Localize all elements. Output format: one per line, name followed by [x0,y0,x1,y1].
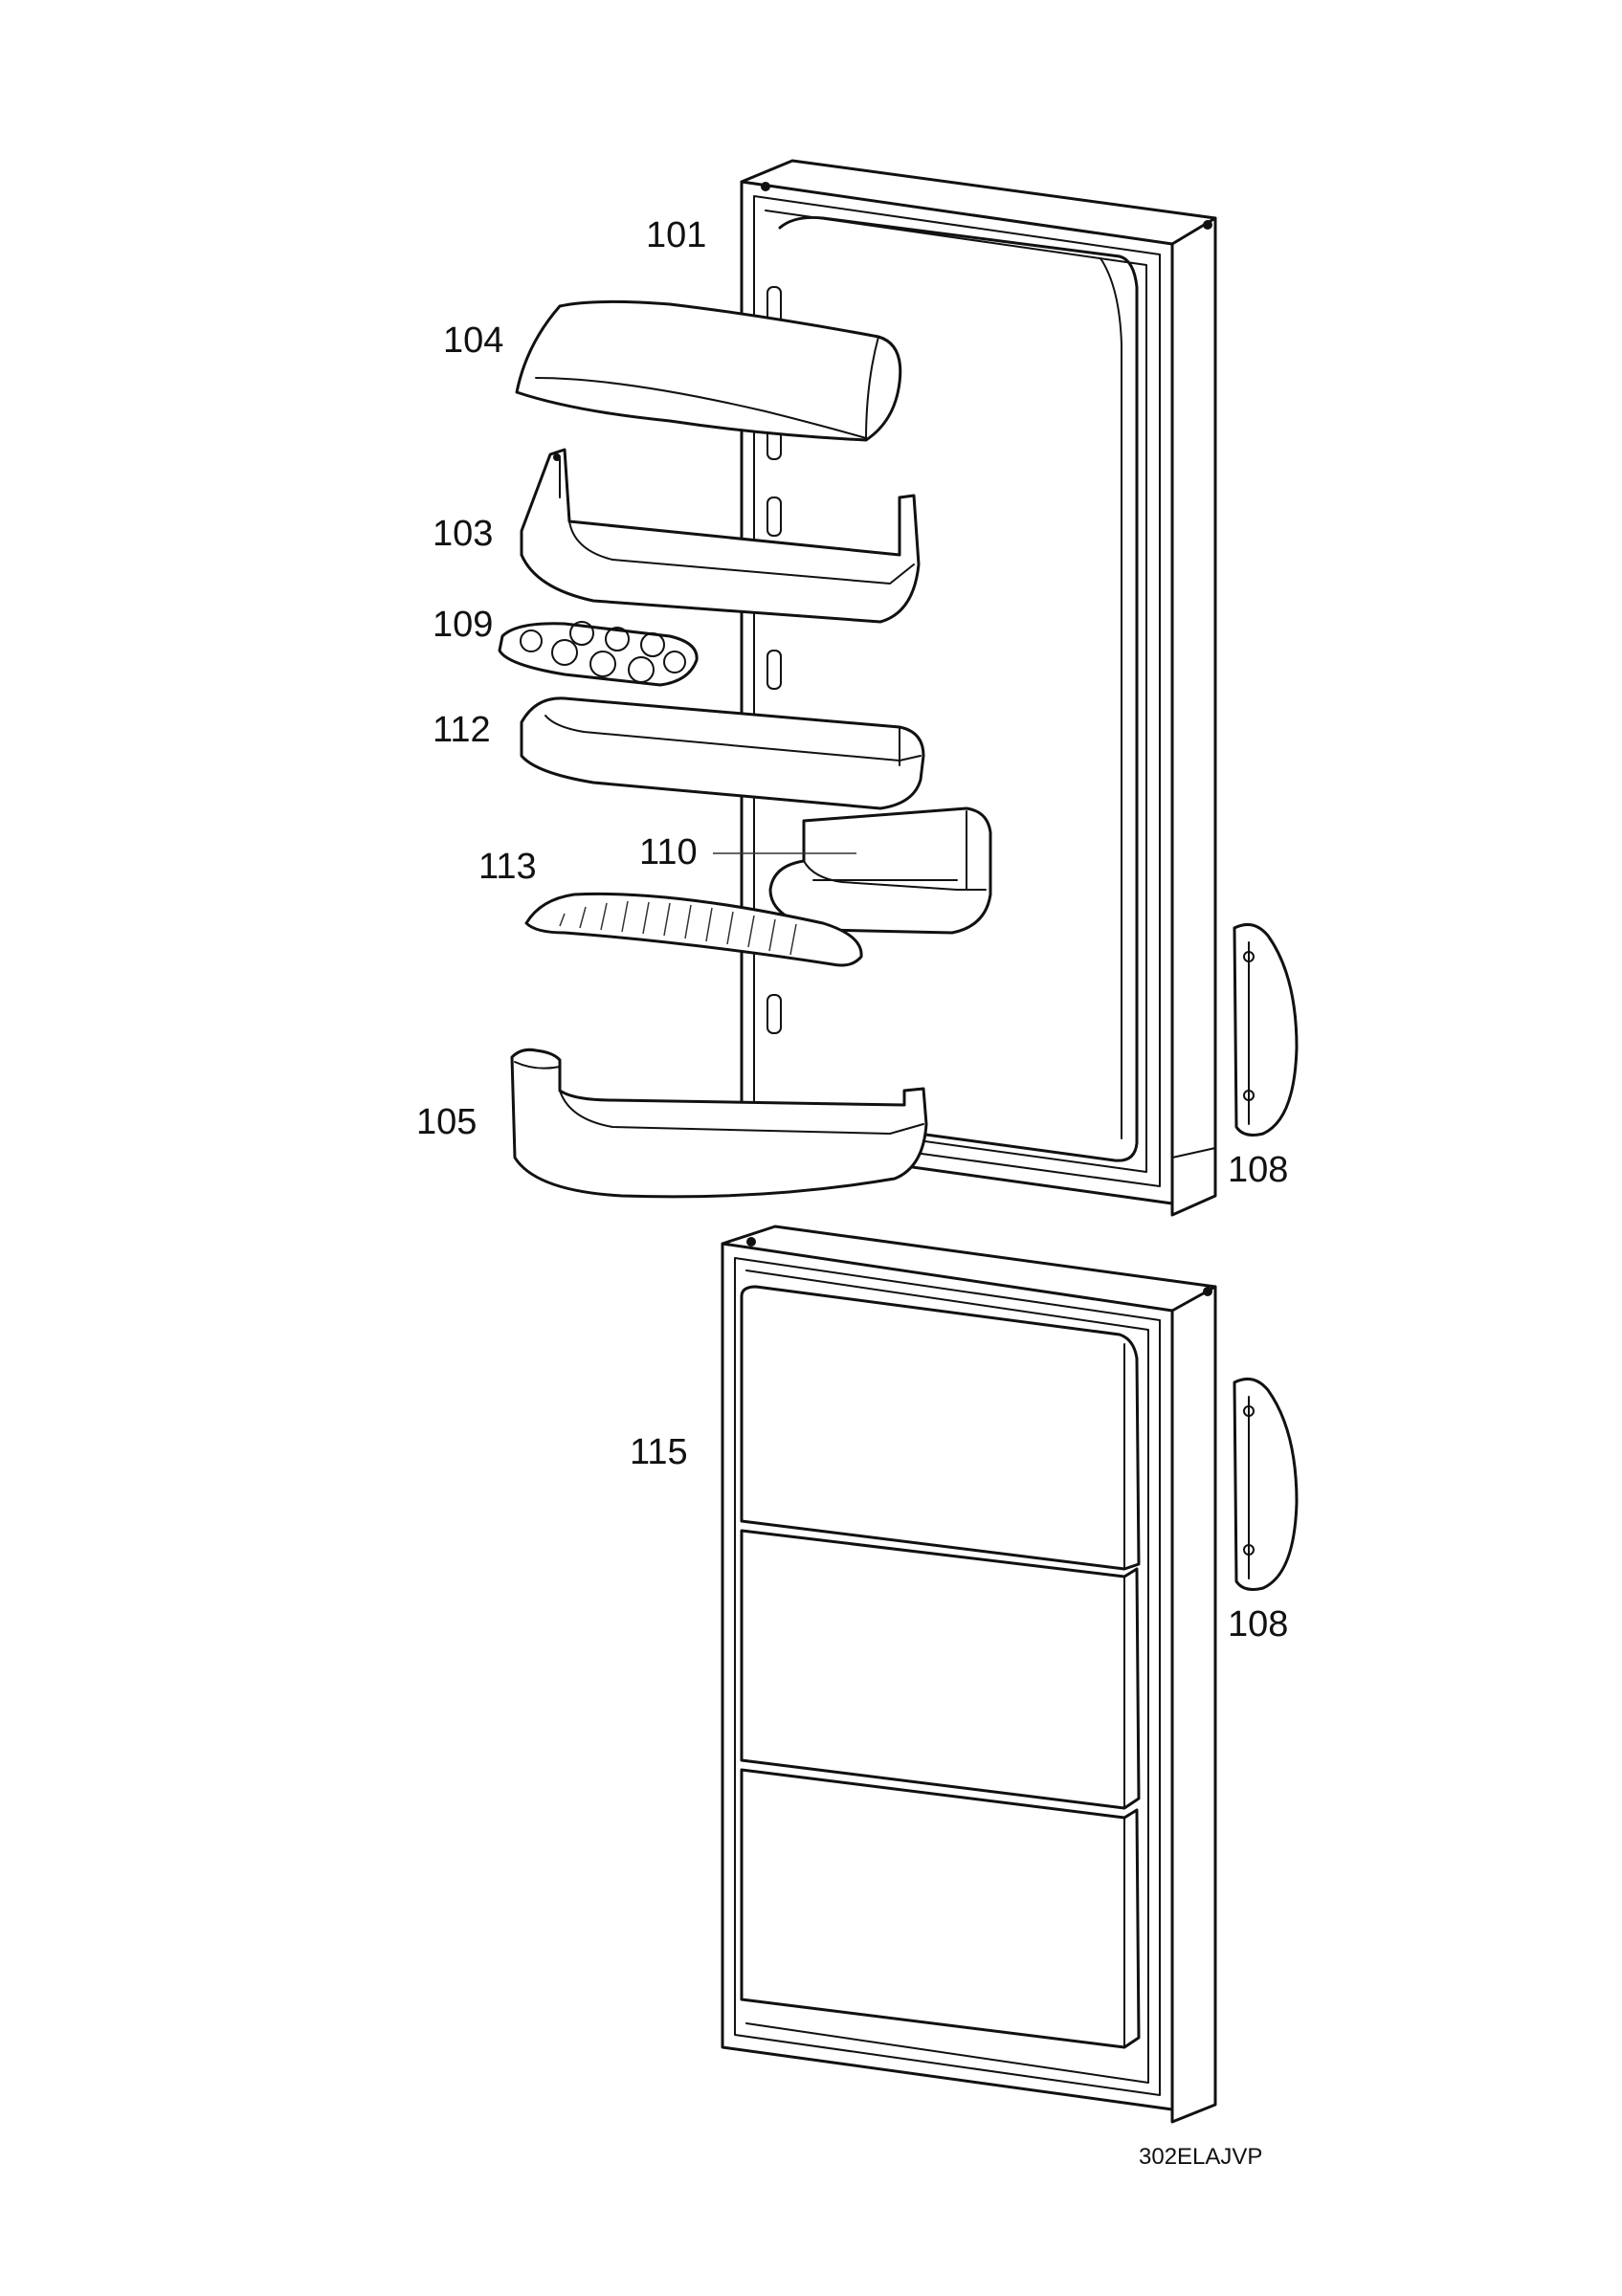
part-110-small-bin [768,806,992,935]
part-113-bottle-retainer [524,892,863,967]
part-103-door-shelf [520,448,921,624]
label-113: 113 [478,847,537,887]
label-110: 110 [639,832,698,872]
label-108-upper: 108 [1228,1150,1288,1190]
label-101: 101 [646,215,706,255]
label-103: 103 [433,514,493,554]
part-105-bottle-shelf [510,1048,928,1199]
part-112-door-shelf [520,696,925,810]
label-112: 112 [433,710,491,750]
part-104-dairy-cover [515,299,902,442]
lower-door [721,1225,1217,2124]
label-115: 115 [630,1432,688,1472]
part-108-lower-handle [1233,1377,1299,1591]
upper-door [740,159,1217,1217]
label-105: 105 [416,1102,477,1142]
part-109-egg-tray [498,621,699,687]
label-109: 109 [433,605,493,645]
label-108-lower: 108 [1228,1604,1288,1645]
part-108-upper-handle [1233,922,1299,1137]
label-104: 104 [443,320,503,361]
drawing-code: 302ELAJVP [1139,2144,1262,2170]
